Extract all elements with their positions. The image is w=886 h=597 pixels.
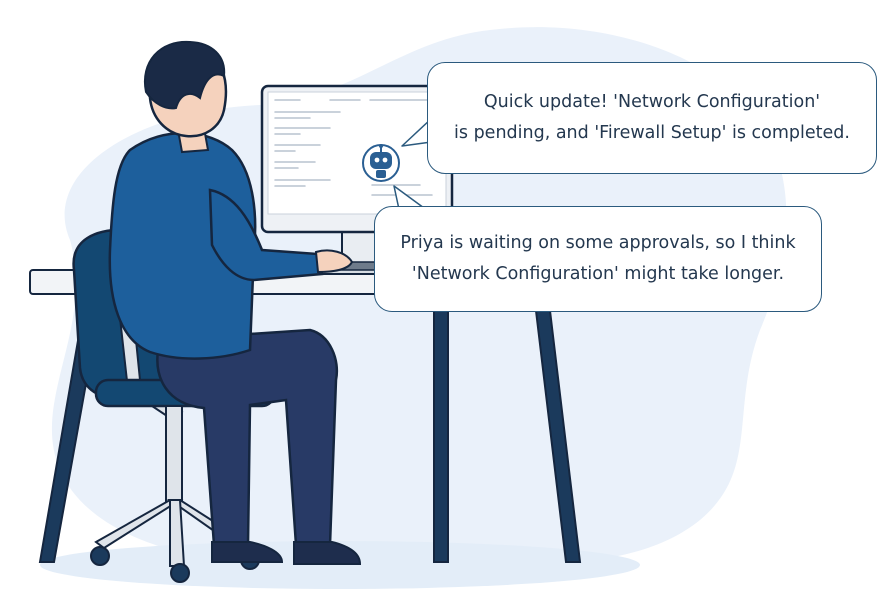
desk-leg-center <box>433 293 449 563</box>
chat-bubble-user: Priya is waiting on some approvals, so I… <box>374 206 822 312</box>
person-shoes <box>211 541 362 565</box>
chat-bubble-bot: Quick update! 'Network Configuration' is… <box>427 62 877 174</box>
robot-avatar <box>362 144 400 182</box>
person-legs <box>156 328 339 547</box>
bubble-user-line-2: 'Network Configuration' might take longe… <box>411 264 785 284</box>
bubble-user-line-1: Priya is waiting on some approvals, so I… <box>400 233 796 253</box>
person-hand <box>314 249 354 274</box>
bubble-bot-line-1: Quick update! 'Network Configuration' <box>483 92 821 112</box>
chair-post <box>165 405 183 507</box>
person-hair <box>143 40 226 110</box>
bubble-bot-line-2: is pending, and 'Firewall Setup' is comp… <box>454 123 850 143</box>
person-hoodie <box>108 131 257 360</box>
